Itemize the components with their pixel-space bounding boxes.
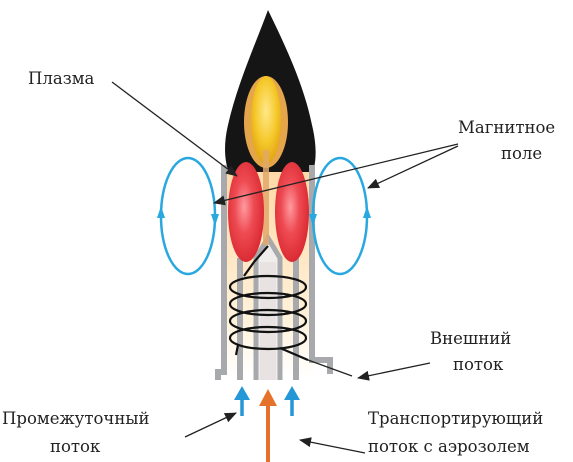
- aerosol-flow-arrow: [259, 389, 277, 462]
- label-plasma: Плазма: [28, 69, 95, 88]
- label-outer-flow-line2: поток: [453, 355, 504, 374]
- magnetic-field-leader-right: [368, 146, 458, 188]
- label-outer-flow-line1: Внешний: [430, 329, 511, 348]
- magnetic-field-left: [157, 158, 219, 274]
- carrier-flow-leader: [300, 440, 365, 453]
- plasma-zone-left: [228, 162, 264, 262]
- label-magnetic-field-line2: поле: [501, 144, 542, 163]
- label-magnetic-field-line1: Магнитное: [458, 118, 555, 137]
- label-intermediate-flow-line1: Промежуточный: [2, 409, 149, 428]
- intermediate-flow-arrow-left: [234, 386, 250, 416]
- outer-tube-left-wall: [218, 165, 224, 380]
- intermediate-flow-leader: [185, 413, 236, 437]
- magnetic-field-right: [309, 158, 371, 274]
- intermediate-flow-arrow-right: [284, 386, 300, 416]
- label-carrier-flow-line2: поток с аэрозолем: [368, 437, 530, 456]
- plasma-leader: [112, 82, 237, 176]
- aerosol-channel: [260, 262, 276, 380]
- central-channel: [263, 150, 269, 245]
- label-intermediate-flow-line2: поток: [50, 437, 101, 456]
- outer-flow-leader: [358, 363, 430, 378]
- label-carrier-flow-line1: Транспортирующий: [368, 409, 543, 428]
- plasma-zone-right: [275, 162, 309, 262]
